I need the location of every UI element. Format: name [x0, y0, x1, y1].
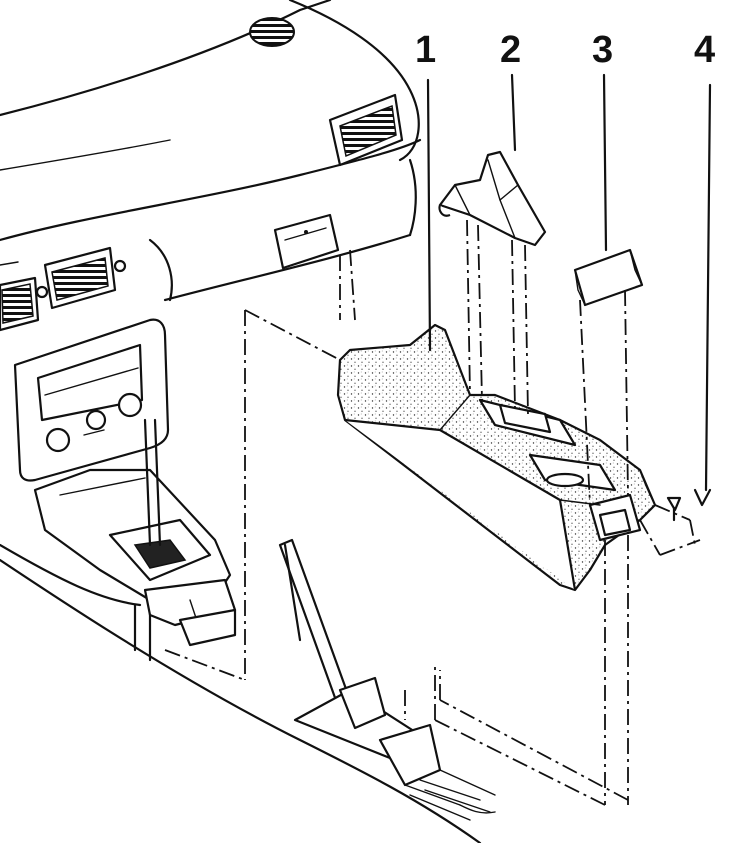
bracket-part-2 — [438, 150, 547, 247]
callout-labels: 1 2 3 4 — [415, 29, 715, 71]
dashboard — [0, 0, 482, 843]
right-air-vent — [328, 93, 404, 167]
right-control-knob-icon — [117, 392, 143, 418]
callout-4: 4 — [694, 29, 715, 71]
glovebox-handle — [273, 213, 340, 270]
speaker-grille-icon — [249, 17, 295, 47]
screw-part-4 — [666, 83, 712, 522]
callout-3: 3 — [592, 29, 613, 71]
gear-shifter-surround — [33, 418, 237, 647]
center-console-part-1 — [336, 323, 657, 592]
callout-2: 2 — [500, 29, 521, 71]
assembly-guide-lines — [164, 73, 701, 806]
cover-cap-part-3 — [573, 248, 644, 307]
handbrake-assembly — [278, 538, 496, 821]
callout-1: 1 — [415, 29, 436, 71]
center-air-vents — [0, 246, 127, 332]
left-control-knob-icon — [45, 427, 71, 453]
middle-control-knob-icon — [85, 409, 107, 431]
climate-control-panel — [13, 318, 170, 482]
